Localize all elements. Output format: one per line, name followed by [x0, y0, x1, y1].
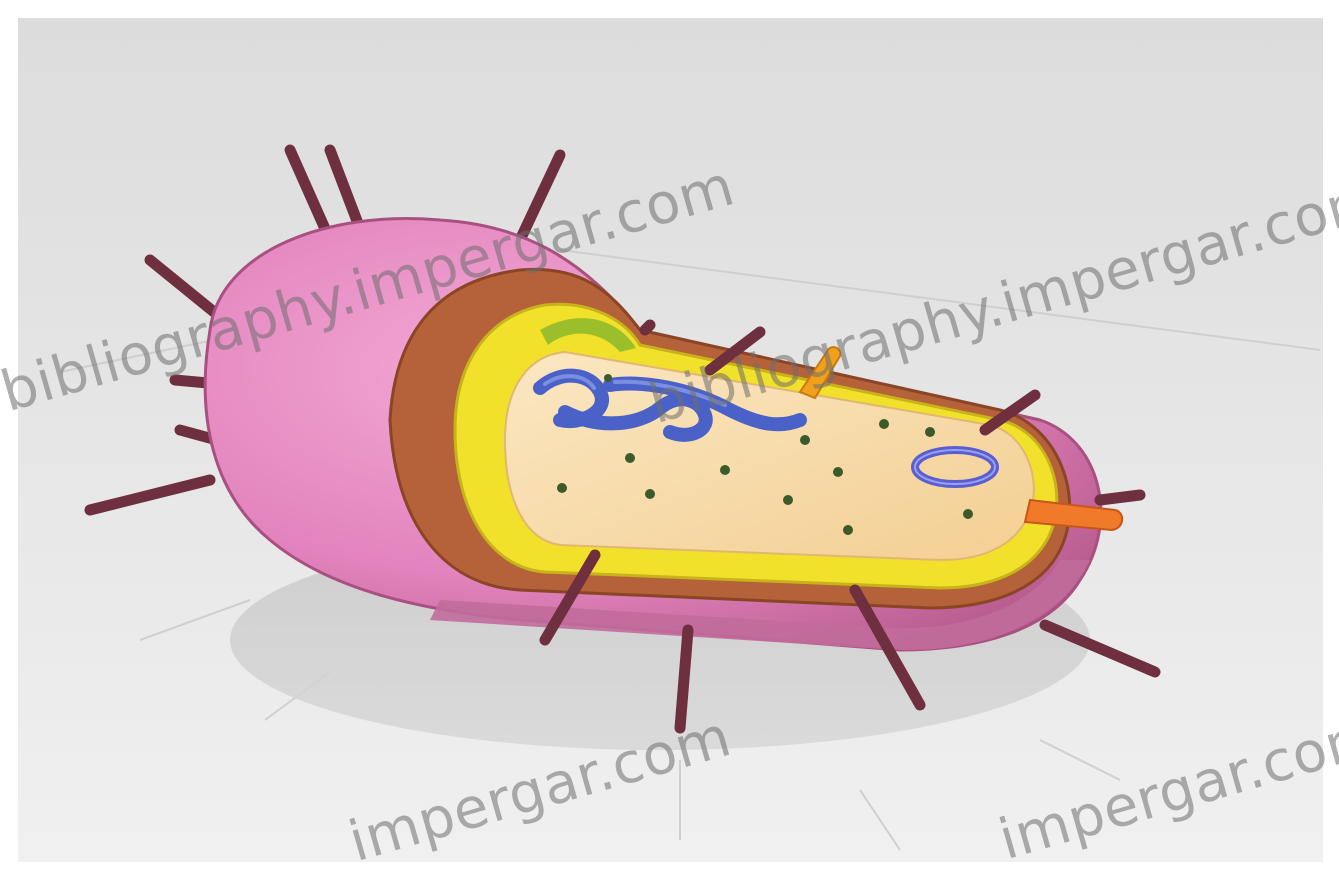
image-frame: bibliography.impergar.com bibliography.i… — [0, 0, 1339, 874]
bacterium-illustration — [0, 0, 1339, 874]
